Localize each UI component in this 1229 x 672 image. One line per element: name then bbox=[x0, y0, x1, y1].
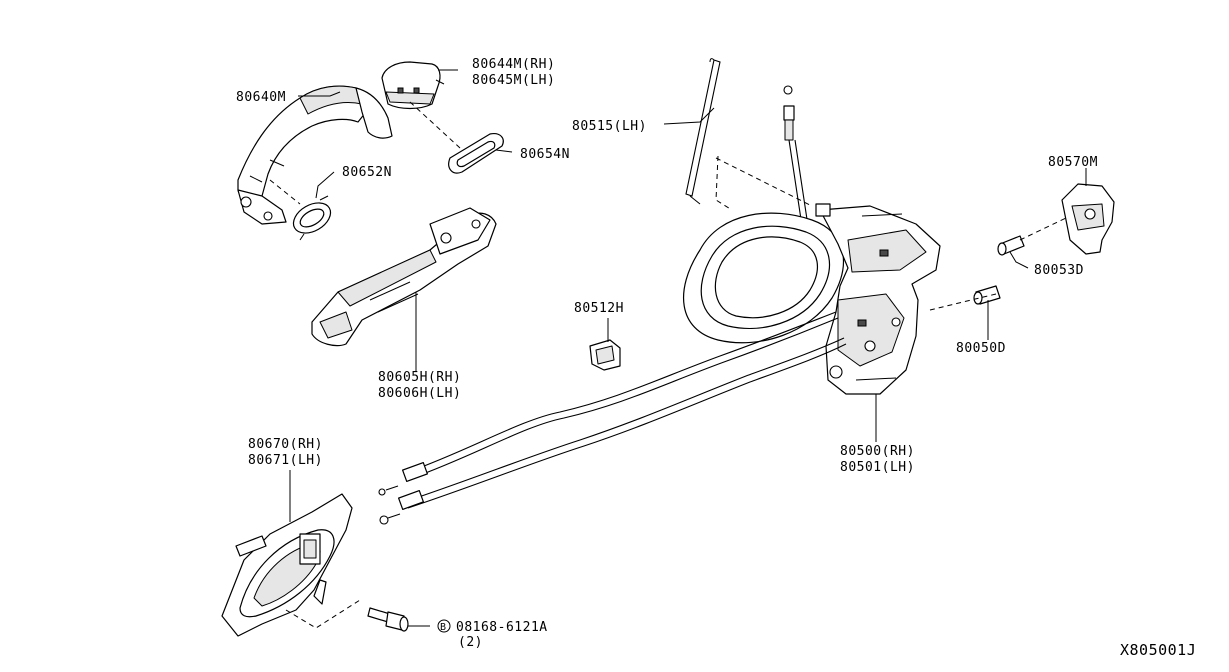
handle-bracket-80605h bbox=[311, 207, 497, 347]
label-80570m: 80570M bbox=[1048, 155, 1098, 170]
bolt-marker: B bbox=[437, 619, 451, 633]
label-80644m: 80644M(RH) bbox=[472, 57, 555, 72]
striker-bracket-80570m bbox=[1061, 183, 1115, 255]
screw-80050d bbox=[973, 285, 1001, 305]
label-80515: 80515(LH) bbox=[572, 119, 647, 134]
inside-handle-cables bbox=[378, 311, 847, 525]
label-08168-qty: (2) bbox=[458, 635, 483, 650]
label-80500: 80500(RH) bbox=[840, 444, 915, 459]
label-08168: 08168-6121A bbox=[456, 620, 548, 635]
label-80050d: 80050D bbox=[956, 341, 1006, 356]
ring-seal bbox=[682, 212, 845, 344]
label-80670: 80670(RH) bbox=[248, 437, 323, 452]
inside-handle-80670 bbox=[221, 493, 353, 637]
lock-cable-top bbox=[783, 85, 809, 227]
screw-80053d bbox=[997, 235, 1025, 256]
label-80053d: 80053D bbox=[1034, 263, 1084, 278]
label-80501: 80501(LH) bbox=[840, 460, 915, 475]
assembly-dash-lines bbox=[269, 101, 1067, 629]
diagram-code: X805001J bbox=[1120, 641, 1196, 659]
outside-handle-80640m bbox=[237, 85, 393, 225]
label-80640m: 80640M bbox=[236, 90, 286, 105]
label-80654n: 80654N bbox=[520, 147, 570, 162]
label-80606h: 80606H(LH) bbox=[378, 386, 461, 401]
gasket-80654n bbox=[448, 133, 504, 174]
clip-80512h bbox=[589, 339, 621, 371]
handle-cap-80644m bbox=[381, 61, 446, 110]
gasket-80652n bbox=[292, 195, 332, 241]
leader-lines bbox=[289, 69, 1087, 627]
bolt-marker-letter: B bbox=[440, 622, 447, 633]
label-80605h: 80605H(RH) bbox=[378, 370, 461, 385]
label-80512h: 80512H bbox=[574, 301, 624, 316]
part-labels: 80640M 80644M(RH) 80645M(LH) 80654N 8065… bbox=[236, 57, 1196, 659]
label-80652n: 80652N bbox=[342, 165, 392, 180]
label-80671: 80671(LH) bbox=[248, 453, 323, 468]
rod-80515 bbox=[685, 58, 721, 205]
door-lock-actuator-80500 bbox=[815, 203, 941, 395]
bolt-08168 bbox=[367, 607, 409, 632]
label-80645m: 80645M(LH) bbox=[472, 73, 555, 88]
